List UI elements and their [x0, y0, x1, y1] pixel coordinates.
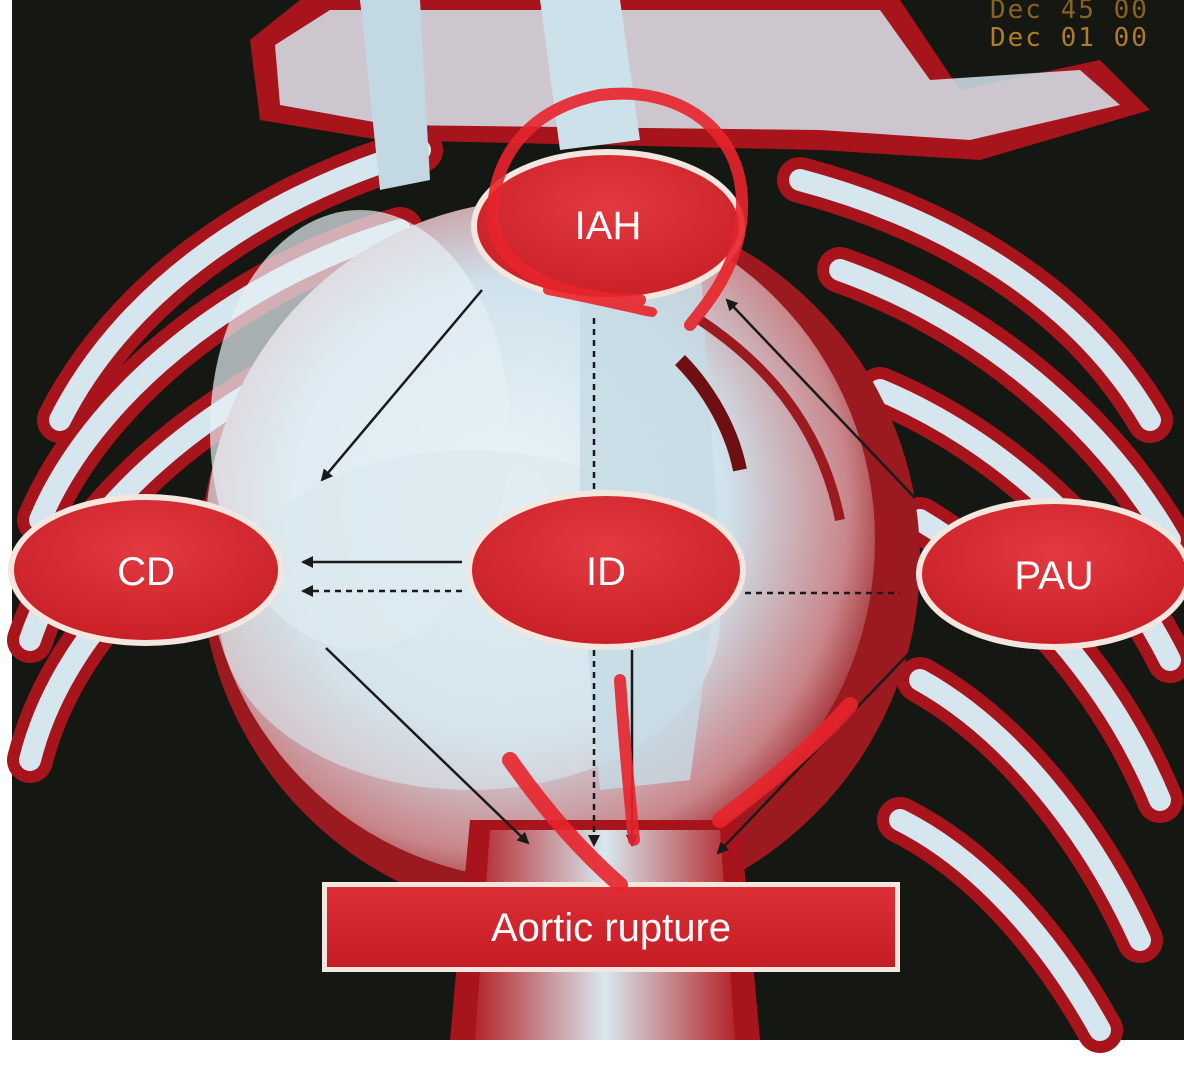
node-label-cd: CD: [117, 550, 175, 594]
node-label-pau: PAU: [1014, 554, 1093, 598]
node-id: ID: [466, 490, 746, 650]
bottom-border: [0, 1040, 1184, 1069]
node-iah: IAH: [471, 149, 745, 303]
node-aortic-rupture: Aortic rupture: [322, 882, 900, 972]
left-border: [0, 0, 12, 1069]
node-label-aortic-rupture: Aortic rupture: [491, 906, 731, 950]
node-cd: CD: [8, 494, 284, 646]
node-label-iah: IAH: [575, 204, 642, 248]
node-label-id: ID: [586, 550, 626, 594]
date-stamp-partial: Dec 45 00: [990, 0, 1149, 25]
date-stamp: Dec 01 00: [990, 23, 1149, 53]
node-pau: PAU: [916, 498, 1184, 650]
